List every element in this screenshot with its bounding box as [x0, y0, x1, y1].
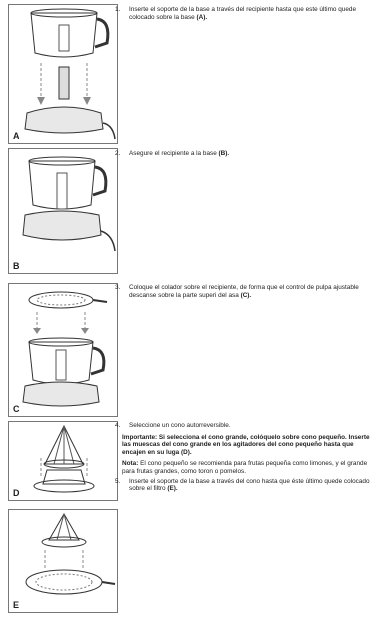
step-text: Coloque el colador sobre el recipiente, … — [129, 284, 359, 299]
figure-label: D — [13, 488, 20, 498]
juicer-secured-illustration — [22, 156, 116, 252]
step-number: 3. — [115, 284, 121, 291]
step-number: 5. — [115, 477, 121, 485]
step-number: 4. — [115, 422, 121, 429]
figure-ref: (C). — [240, 291, 252, 299]
step-4-block: 4. Seleccione un cono autorreversible. Im… — [115, 422, 377, 495]
figure-e: E — [8, 509, 118, 613]
figure-b: B — [8, 148, 118, 274]
juicer-assembly-illustration — [24, 8, 116, 140]
step-3: 3. Coloque el colador sobre el recipiente… — [115, 284, 377, 301]
step-number: 2. — [115, 150, 121, 157]
cone-illustration — [33, 424, 95, 493]
figure-ref: (E). — [167, 485, 178, 493]
figure-a: A — [8, 4, 118, 144]
figure-c: C — [8, 283, 118, 417]
figure-ref: (A). — [196, 13, 208, 21]
important-text: Importante: Si selecciona el cono grande… — [122, 433, 370, 456]
step-1: 1. Inserte el soporte de la base a través… — [115, 6, 377, 23]
filter-illustration — [25, 512, 116, 595]
step-text: Inserte el soporte de la base a través d… — [129, 477, 370, 493]
strainer-illustration — [22, 291, 108, 407]
note-label: Nota: — [122, 460, 139, 468]
figure-label: B — [13, 261, 20, 271]
step-text: Asegure el recipiente a la base — [129, 150, 217, 157]
figure-ref: (B). — [218, 150, 230, 157]
step-text: Inserte el soporte de la base a través d… — [129, 6, 357, 21]
figure-label: E — [13, 600, 20, 610]
step-number: 1. — [115, 6, 121, 13]
step-2: 2. Asegure el recipiente a la base (B). — [115, 150, 377, 160]
figure-d: D — [8, 421, 118, 501]
note-text: El cono pequeño se recomienda para fruta… — [122, 460, 368, 475]
step-text: Seleccione un cono autorreversible. — [129, 422, 231, 429]
figure-label: A — [13, 131, 20, 141]
figure-label: C — [13, 404, 20, 414]
